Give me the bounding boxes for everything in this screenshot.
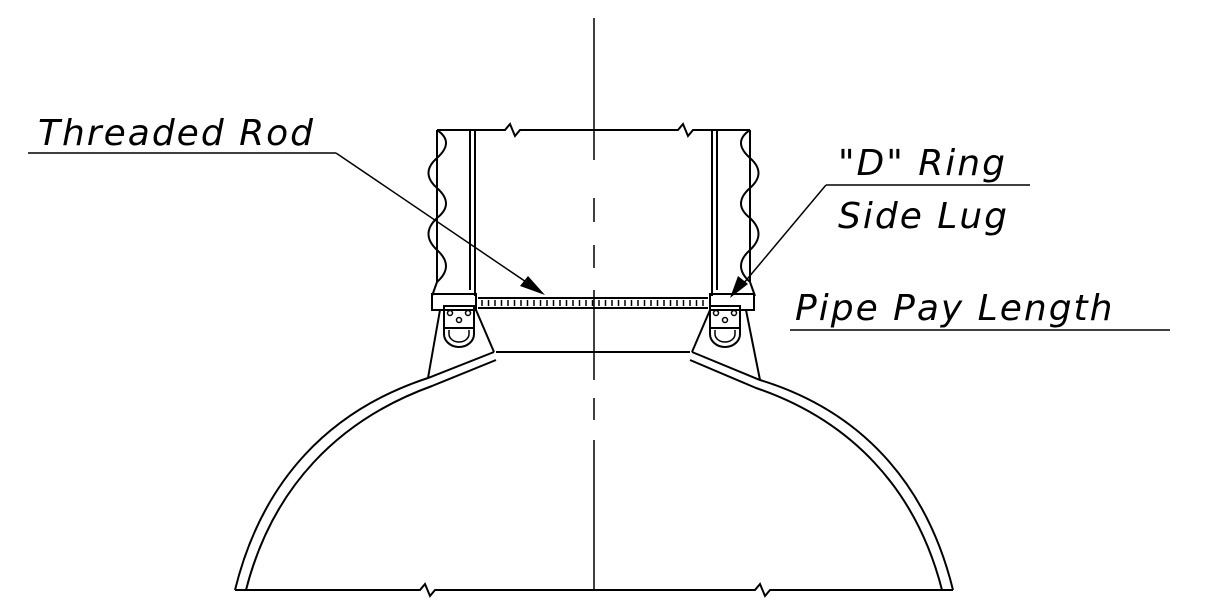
threaded-rod-arrowhead bbox=[520, 276, 545, 295]
side-lug-right bbox=[691, 293, 761, 381]
d-ring-right bbox=[709, 328, 741, 348]
pipe-left-bell bbox=[427, 129, 447, 297]
d-ring-label: "D" Ring bbox=[838, 143, 1007, 184]
d-ring-arrowhead bbox=[730, 276, 748, 298]
label-d-ring-side-lug: "D" Ring Side Lug bbox=[730, 143, 1030, 298]
pipe-pay-length-label: Pipe Pay Length bbox=[795, 288, 1114, 329]
label-threaded-rod: Threaded Rod bbox=[28, 113, 545, 295]
d-ring-left bbox=[443, 328, 475, 348]
side-lug-left bbox=[427, 293, 495, 379]
manhole-dome bbox=[234, 351, 954, 598]
threaded-rod bbox=[478, 297, 708, 309]
pipe-top-break-line bbox=[437, 122, 750, 138]
label-pipe-pay-length: Pipe Pay Length bbox=[790, 288, 1170, 331]
threaded-rod-label: Threaded Rod bbox=[38, 113, 315, 154]
pipe-right-bell bbox=[740, 129, 760, 297]
pipe-section bbox=[427, 122, 760, 297]
dome-bottom-break-line bbox=[235, 582, 953, 598]
side-lug-label: Side Lug bbox=[838, 196, 1009, 237]
